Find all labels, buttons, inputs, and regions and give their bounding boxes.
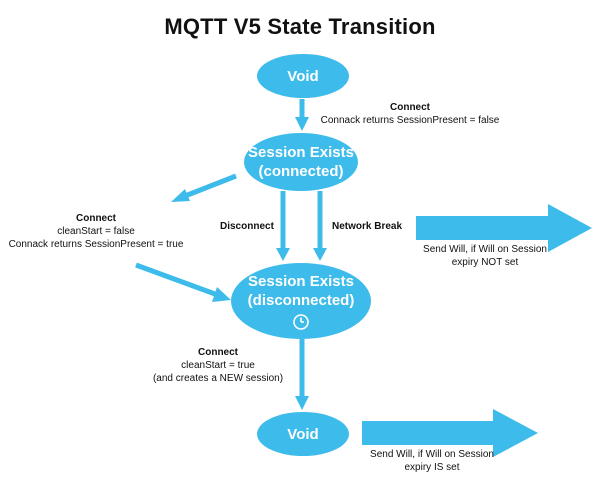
connect-left-head: Connect	[76, 213, 116, 224]
connect-top-detail: Connack returns SessionPresent = false	[320, 115, 500, 126]
will-is-set-line1: Send Will, if Will on Session	[370, 449, 494, 460]
void-top-label: Void	[287, 67, 319, 85]
will-is-set-note: Send Will, if Will on Session expiry IS …	[357, 448, 507, 474]
will-is-set-arrow	[362, 409, 538, 457]
arrow-connected-left-out	[171, 173, 237, 202]
connect-left-label: Connect cleanStart = false Connack retur…	[2, 212, 190, 251]
void-top-node: Void	[257, 54, 349, 98]
void-bottom-node: Void	[257, 412, 349, 456]
diagram-title: MQTT V5 State Transition	[164, 14, 436, 39]
arrow-void-to-connected	[295, 99, 309, 131]
connect-bottom-detail1: cleanStart = true	[181, 360, 255, 371]
disconnect-label: Disconnect	[220, 221, 274, 232]
arrow-disconnect	[276, 191, 290, 261]
void-bottom-label: Void	[287, 425, 319, 443]
arrow-left-into-disconnected	[135, 262, 231, 302]
will-is-set-line2: expiry IS set	[404, 462, 460, 473]
session-connected-line1: Session Exists	[248, 144, 354, 161]
connect-left-detail1: cleanStart = false	[57, 226, 135, 237]
clock-icon	[293, 313, 309, 330]
connect-top-head: Connect	[390, 102, 430, 113]
session-connected-line2: (connected)	[258, 163, 344, 180]
session-connected-node: Session Exists (connected)	[244, 133, 358, 191]
will-not-set-line2: expiry NOT set	[451, 257, 519, 268]
connect-top-label: Connect Connack returns SessionPresent =…	[315, 101, 505, 127]
session-disconnected-line2: (disconnected)	[247, 291, 355, 309]
connect-bottom-head: Connect	[198, 347, 238, 358]
will-not-set-line1: Send Will, if Will on Session	[423, 244, 547, 255]
arrow-disconnected-to-void	[295, 339, 309, 410]
will-not-set-arrow	[416, 204, 592, 252]
will-not-set-note: Send Will, if Will on Session expiry NOT…	[410, 243, 560, 269]
arrow-network-break	[313, 191, 327, 261]
session-disconnected-node: Session Exists (disconnected)	[231, 263, 371, 339]
connect-left-detail2: Connack returns SessionPresent = true	[8, 239, 184, 250]
connect-bottom-label: Connect cleanStart = true (and creates a…	[148, 346, 288, 385]
network-break-label: Network Break	[332, 221, 403, 232]
session-disconnected-line1: Session Exists	[248, 272, 354, 290]
connect-bottom-detail2: (and creates a NEW session)	[152, 373, 284, 384]
